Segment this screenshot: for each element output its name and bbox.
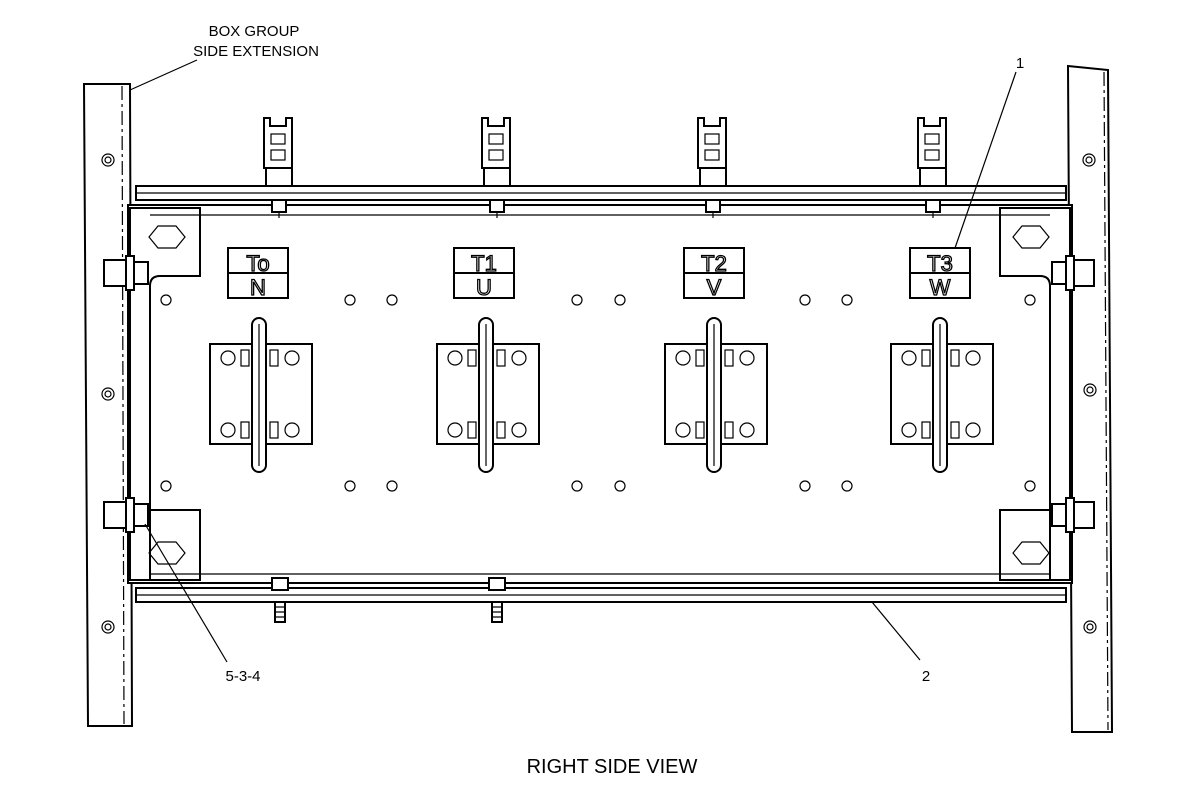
view-title: RIGHT SIDE VIEW [527, 756, 698, 778]
bus-clamp [209, 317, 313, 473]
callout-box-group-line2: SIDE EXTENSION [193, 43, 319, 60]
rail-fastener [101, 153, 115, 167]
side-bolt [1051, 255, 1095, 291]
side-bolt [103, 255, 149, 291]
callout-item-1: 1 [1016, 55, 1024, 72]
corner-bracket-bottom-left [148, 509, 201, 581]
terminal-lug [917, 117, 947, 218]
terminal-marker-bottom: N [250, 275, 266, 300]
terminal-marker-top: To [246, 251, 269, 276]
terminal-lug [263, 117, 293, 218]
callout-item-5-3-4: 5-3-4 [225, 668, 260, 685]
terminal-marker-top: T2 [701, 251, 727, 276]
terminal-marker: To N [227, 247, 289, 301]
terminal-to-n: To N [209, 117, 313, 473]
terminal-marker: T2 V [683, 247, 745, 301]
callout-item-2: 2 [922, 668, 930, 685]
terminal-t3-w: T3 W [890, 117, 994, 473]
side-bolt [103, 497, 149, 533]
bottom-stud [488, 577, 506, 623]
terminal-marker-bottom: V [707, 275, 722, 300]
rail-fastener [1083, 383, 1097, 397]
rail-fastener [1083, 620, 1097, 634]
corner-bracket-bottom-right [999, 509, 1050, 581]
side-bolt [1051, 497, 1095, 533]
terminal-t2-v: T2 V [664, 117, 768, 473]
leader-lines [129, 59, 1017, 663]
bottom-stud [271, 577, 289, 623]
callout-box-group-line1: BOX GROUP [209, 23, 300, 40]
bus-clamp [664, 317, 768, 473]
right-side-extension [1066, 64, 1114, 733]
plate-holes [160, 294, 1036, 492]
bus-clamp [890, 317, 994, 473]
terminal-lug [481, 117, 511, 218]
terminal-lug [697, 117, 727, 218]
rail-fastener [101, 620, 115, 634]
terminal-marker: T1 U [453, 247, 515, 301]
corner-bracket-top-right [999, 207, 1071, 581]
left-side-extension [82, 83, 134, 727]
rail-fastener [1082, 153, 1096, 167]
terminal-marker-bottom: W [930, 275, 951, 300]
corner-bracket-top-left [129, 207, 201, 581]
terminal-marker: T3 W [909, 247, 971, 301]
rail-fastener [101, 387, 115, 401]
terminal-marker-bottom: U [476, 275, 492, 300]
terminal-plate [127, 204, 1073, 584]
bus-clamp [436, 317, 540, 473]
terminal-marker-top: T1 [471, 251, 497, 276]
terminal-t1-u: T1 U [436, 117, 540, 473]
terminal-marker-top: T3 [927, 251, 953, 276]
